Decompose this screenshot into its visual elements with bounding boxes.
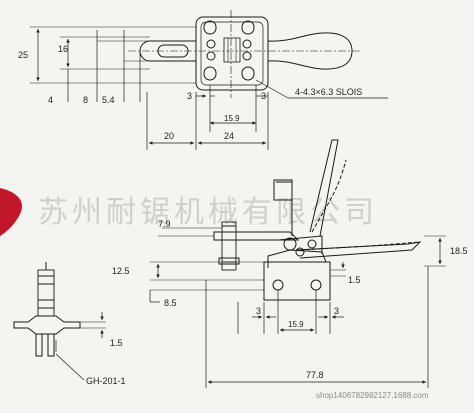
dim-20: 20 xyxy=(164,131,174,141)
top-dim-labels: 25 16 4 8 5.4 3 3 15.9 20 24 4-4.3×6.3 S… xyxy=(18,44,362,141)
dim-16: 16 xyxy=(58,44,68,54)
top-view xyxy=(128,10,360,98)
dim-15-9-side: 15.9 xyxy=(288,320,304,329)
spindle xyxy=(221,221,237,271)
dim-24: 24 xyxy=(224,131,234,141)
dim-15-9: 15.9 xyxy=(224,114,240,123)
side-dimensions xyxy=(149,227,446,388)
dim-12-5: 12.5 xyxy=(112,266,130,276)
side-view xyxy=(213,139,422,301)
dim-3-right: 3 xyxy=(261,91,266,101)
side-clamp-arm xyxy=(213,231,300,241)
dim-1-5-detail: 1.5 xyxy=(110,338,123,348)
side-body xyxy=(263,261,331,301)
dim-5-4: 5.4 xyxy=(102,95,115,105)
top-base-plate xyxy=(195,16,269,91)
watermark: 苏州耐锯机械有限公司 xyxy=(38,195,378,230)
side-dim-labels: 7.9 12.5 8.5 18.5 1.5 3 3 15.9 77.8 xyxy=(112,219,468,380)
red-decoration xyxy=(0,188,22,236)
dim-77-8: 77.8 xyxy=(306,370,324,380)
dim-slots: 4-4.3×6.3 SLOIS xyxy=(295,87,362,97)
dim-3-side-left: 3 xyxy=(256,306,261,316)
slot xyxy=(241,66,255,81)
clamp-arm xyxy=(150,40,196,62)
shop-url: shop1406782982127.1688.com xyxy=(316,391,429,400)
dim-7-9: 7.9 xyxy=(158,219,171,229)
dim-4: 4 xyxy=(48,95,53,105)
spindle-detail xyxy=(13,262,81,357)
slot xyxy=(203,66,217,81)
dim-25: 25 xyxy=(18,50,28,60)
slot xyxy=(241,20,255,35)
slot xyxy=(203,20,217,35)
dim-3-side-right: 3 xyxy=(334,306,339,316)
dim-8: 8 xyxy=(83,95,88,105)
model-label: GH-201-1 xyxy=(86,376,126,386)
dim-3-left: 3 xyxy=(187,91,192,101)
dim-1-5-side: 1.5 xyxy=(348,275,361,285)
top-dimensions xyxy=(30,26,388,150)
dim-18-5: 18.5 xyxy=(450,246,468,256)
dim-8-5: 8.5 xyxy=(164,298,177,308)
